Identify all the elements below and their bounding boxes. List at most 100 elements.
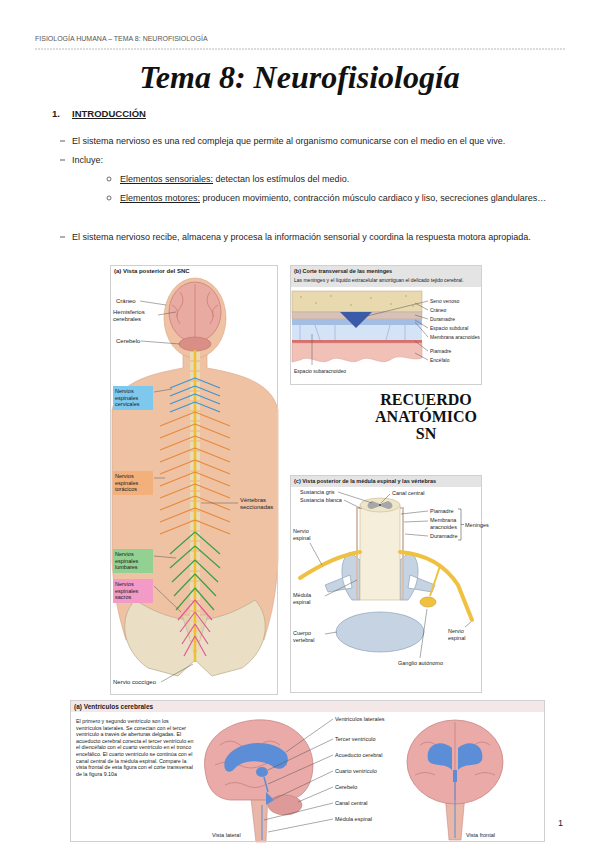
text-block: Sustancia blanca [300, 497, 350, 504]
label-text: Nervio espinal [293, 528, 310, 541]
label-text: Sustancia blanca [300, 497, 342, 503]
text-block: El sistema nervioso recibe, almacena y p… [72, 228, 564, 246]
text-block: Espacio subdural [430, 325, 480, 331]
label-text: Nervio coccígeo [113, 679, 156, 685]
text-block: Espacio subaracnoideo [294, 368, 374, 374]
cervical-nerves [170, 378, 220, 412]
grey-matter [368, 501, 393, 509]
nerve-label-box: Nervios espinales lumbares [113, 549, 153, 573]
text-block: Médula espinal [335, 816, 397, 823]
label-text: Membrana aracnoides [430, 517, 457, 530]
sacral-nerves [178, 600, 212, 656]
text-block: Duramadre [430, 316, 480, 322]
panel-header-bar [290, 265, 482, 287]
text-block: Nervio espinal [293, 528, 323, 541]
label-text: Duramadre [430, 533, 458, 539]
text-block: Cráneo [116, 298, 156, 305]
label-text: Ventrículos laterales [335, 716, 385, 722]
venous-sinus [340, 312, 372, 328]
label-text: Piamadre [430, 508, 454, 514]
nerve-label: Nervios espinales sacros [115, 581, 151, 601]
brain-tissue [292, 343, 422, 362]
label-text: Vértebras seccionadas [240, 497, 273, 510]
text-block: Canal central [335, 800, 397, 807]
figure-panel: (a) Ventrículos cerebralesEl primero y s… [70, 700, 545, 842]
label-text: producen movimiento, contracción músculo… [203, 193, 547, 203]
leader-lines [310, 492, 471, 658]
nerve-label: Nervios espinales torácicos [115, 473, 151, 493]
brain-gyri [172, 284, 218, 340]
label-text: Cerebelo [335, 784, 357, 790]
label-text: Cráneo [430, 307, 446, 313]
lumbar-nerves [170, 532, 220, 610]
text-block: Cerebelo [116, 338, 156, 345]
head [164, 278, 226, 358]
text-block: Cerebelo [335, 784, 397, 791]
label-text: Acueducto cerebral [335, 752, 382, 758]
label-text: Canal central [392, 490, 424, 496]
circle-bullet [107, 196, 111, 200]
dash-bullet [60, 141, 65, 237]
vertebral-body [336, 612, 424, 652]
leader-lines [312, 301, 428, 365]
panel-heading: (a) Vista posterior del SNC [114, 268, 274, 275]
label-text: Duramadre [430, 316, 455, 322]
text-block: 1 [558, 818, 572, 829]
panel-header-bar [70, 700, 545, 712]
text-block: Nervio espinal [448, 628, 478, 641]
circle-bullet [107, 177, 111, 181]
label-text: Vista lateral [212, 832, 241, 838]
text-block: Nervio coccígeo [113, 679, 173, 686]
cerebral-aqueduct [264, 777, 268, 792]
nerve-label: Nervios espinales lumbares [115, 551, 151, 571]
central-canal [262, 805, 263, 840]
text-block: Vista lateral [212, 832, 252, 839]
text-block: INTRODUCCIÓN [72, 108, 272, 119]
text-block: Cuerpo vertebral [293, 630, 323, 643]
label-text: Canal central [335, 800, 367, 806]
text-block: Vértebras seccionadas [240, 497, 276, 511]
leader-lines [140, 301, 238, 682]
text-block: FISIOLOGÍA HUMANA – TEMA 8: NEUROFISIOLO… [35, 35, 475, 43]
nerve-label-box: Nervios espinales cervicales [113, 386, 153, 410]
cerebellum [179, 337, 211, 351]
text-block: Canal central [392, 490, 440, 497]
label-text: Encéfalo [430, 357, 449, 363]
panel-subtitle: Las meninges y el líquido extracelular a… [294, 277, 480, 283]
text-block: Meninges [465, 522, 495, 529]
label-text: Meninges [465, 522, 489, 528]
text-block: Cráneo [430, 307, 480, 313]
text-block: Piamadre [430, 508, 460, 515]
third-ventricle [256, 767, 268, 777]
bone-texture [300, 296, 414, 306]
label-text: Ganglio autónomo [398, 660, 443, 666]
header-rule [35, 49, 565, 50]
label-text: detectan los estímulos del medio. [216, 174, 350, 184]
panel-header-bar [290, 475, 482, 487]
text-block: Hemisferios cerebrales [113, 309, 157, 323]
label-text: Sustancia gris [300, 489, 335, 495]
label-text: Incluye: [72, 155, 103, 165]
fourth-ventricle [266, 792, 274, 805]
thoracic-nerves [160, 412, 230, 534]
nerve-label-box: Nervios espinales sacros [113, 579, 153, 603]
ganglion-branch [430, 566, 440, 596]
brain [169, 282, 221, 342]
text-block: Tercer ventrículo [335, 736, 397, 743]
figure-panel: (a) Vista posterior del SNC Nervios espin… [110, 265, 278, 695]
third-ventricle [453, 770, 457, 782]
lateral-ventricles [428, 743, 483, 770]
label-text: Cuarto ventrículo [335, 768, 377, 774]
autonomic-ganglion [420, 597, 436, 607]
label-text: Hemisferios cerebrales [113, 309, 145, 322]
label-text: Membrana aracnoides [430, 334, 480, 340]
cord-section [360, 498, 400, 512]
text-block: Piamadre [430, 348, 480, 354]
label-text: El sistema nervioso recibe, almacena y p… [72, 232, 531, 242]
spinal-cord [194, 350, 197, 662]
central-canal [379, 504, 381, 506]
nerve-label: Nervios espinales cervicales [115, 388, 151, 408]
text-block: Encéfalo [430, 357, 480, 363]
subarachnoid-space [292, 325, 422, 340]
